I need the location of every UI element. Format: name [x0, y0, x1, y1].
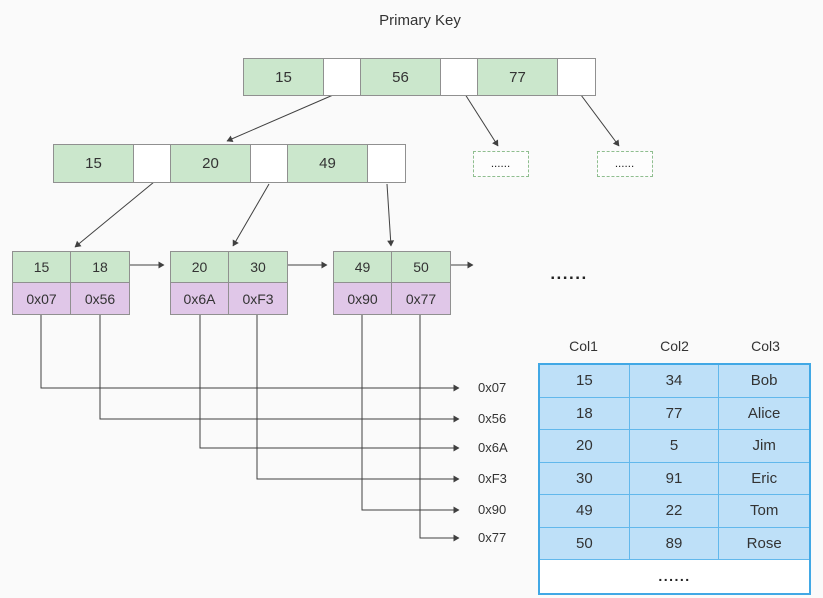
address-label-0x07: 0x07: [478, 380, 507, 395]
root-pointer-cell: [324, 59, 361, 95]
table-cell: 34: [629, 365, 720, 398]
table-ellipsis-row: ......: [540, 560, 809, 593]
internal-ellipsis-box-2: ......: [597, 151, 653, 177]
table-cell: Bob: [719, 365, 809, 398]
arrow-internal-to-leaf-2: [232, 183, 270, 247]
internal-key-cell: 20: [171, 145, 251, 182]
leaf-node-2: 20 30 0x6A 0xF3: [170, 251, 288, 315]
table-cell: Alice: [719, 397, 809, 430]
table-cell: 30: [540, 462, 630, 495]
table-header-row: Col1 Col2 Col3: [538, 338, 811, 354]
address-label-0x6A: 0x6A: [478, 440, 508, 455]
pointer-line-0x90: [361, 315, 460, 514]
root-key-cell: 56: [361, 59, 441, 95]
leaf-node-3: 49 50 0x90 0x77: [333, 251, 451, 315]
pointer-line-0x77: [419, 315, 460, 542]
arrow-root-to-ellipsis-box-2: [577, 90, 620, 147]
leaf-key-cell: 20: [171, 252, 229, 283]
internal-pointer-cell: [368, 145, 405, 182]
arrow-internal-to-leaf-1: [74, 181, 155, 248]
leaf-key-cell: 49: [334, 252, 392, 283]
table-header-col3: Col3: [751, 338, 780, 354]
ellipsis-text: ......: [615, 159, 635, 169]
leaf-pointer-cell: 0x6A: [171, 283, 229, 314]
address-label-0x77: 0x77: [478, 530, 507, 545]
leaf-key-cell: 18: [71, 252, 129, 283]
leaf-pointer-cell: 0x07: [13, 283, 71, 314]
pointer-line-0x56: [99, 315, 460, 423]
table-cell: 49: [540, 495, 630, 528]
internal-ellipsis-box-1: ......: [473, 151, 529, 177]
root-pointer-cell: [558, 59, 595, 95]
leaf-key-cell: 15: [13, 252, 71, 283]
internal-pointer-cell: [251, 145, 288, 182]
table-cell: 18: [540, 397, 630, 430]
leaf-pointer-cell: 0x90: [334, 283, 392, 314]
leaf-level-ellipsis: ......: [550, 264, 588, 283]
internal-key-cell: 15: [54, 145, 134, 182]
root-node: 15 56 77: [243, 58, 596, 96]
leaf-pointer-cell: 0x56: [71, 283, 129, 314]
internal-key-cell: 49: [288, 145, 368, 182]
leaf-key-cell: 50: [392, 252, 450, 283]
table-cell: 22: [629, 495, 720, 528]
table-header-col2: Col2: [660, 338, 689, 354]
arrow-root-to-internal: [226, 91, 341, 143]
leaf-node-1: 15 18 0x07 0x56: [12, 251, 130, 315]
leaf-key-cell: 30: [229, 252, 287, 283]
ellipsis-text: ......: [491, 159, 511, 169]
table-cell: 77: [629, 397, 720, 430]
internal-node: 15 20 49: [53, 144, 406, 183]
pointer-line-0x07: [40, 315, 460, 392]
pointer-line-0x6A: [199, 315, 460, 452]
table-header-col1: Col1: [569, 338, 598, 354]
table-cell: Eric: [719, 462, 809, 495]
table-cell: 50: [540, 527, 630, 560]
table-cell: Rose: [719, 527, 809, 560]
data-table: 15 34 Bob 18 77 Alice 20 5 Jim 30 91 Eri…: [538, 363, 811, 595]
address-label-0xF3: 0xF3: [478, 471, 507, 486]
leaf-pointer-cell: 0x77: [392, 283, 450, 314]
arrow-internal-to-leaf-3: [386, 183, 395, 247]
arrow-root-to-ellipsis-box-1: [462, 90, 499, 147]
table-cell: 15: [540, 365, 630, 398]
table-cell: Tom: [719, 495, 809, 528]
table-cell: 20: [540, 430, 630, 463]
table-cell: 91: [629, 462, 720, 495]
table-cell: Jim: [719, 430, 809, 463]
root-key-cell: 15: [244, 59, 324, 95]
root-pointer-cell: [441, 59, 478, 95]
address-label-0x90: 0x90: [478, 502, 507, 517]
table-cell: 89: [629, 527, 720, 560]
leaf-pointer-cell: 0xF3: [229, 283, 287, 314]
diagram-title: Primary Key: [379, 12, 461, 29]
address-label-0x56: 0x56: [478, 411, 507, 426]
table-cell: 5: [629, 430, 720, 463]
root-key-cell: 77: [478, 59, 558, 95]
pointer-line-0xF3: [256, 315, 460, 483]
internal-pointer-cell: [134, 145, 171, 182]
